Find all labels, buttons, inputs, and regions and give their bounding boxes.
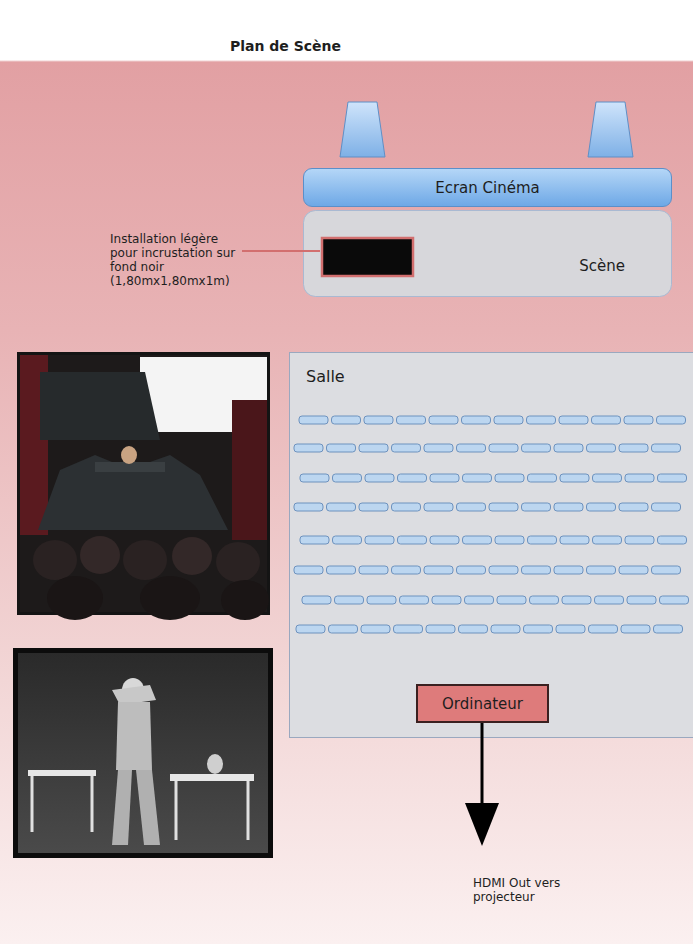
photo-audience (221, 580, 269, 620)
box-label: Ordinateur (442, 695, 523, 713)
photo-drape (40, 372, 160, 440)
computer-box: Ordinateur (416, 684, 549, 723)
leader-line (242, 250, 320, 252)
photo-head (207, 754, 223, 774)
photo-audience (47, 576, 103, 620)
seat-row (300, 474, 687, 482)
seat-row (300, 536, 687, 544)
photo-curtain (232, 400, 267, 540)
box-label: Salle (306, 367, 690, 386)
photo-man-leg (136, 770, 160, 845)
box-label: Ecran Cinéma (435, 179, 540, 197)
photo-head (121, 446, 137, 464)
seat-row (299, 416, 686, 424)
photo-audience (80, 536, 120, 574)
photo-audience (33, 540, 77, 580)
stage-fill (304, 211, 672, 297)
hdmi-arrow-line (481, 722, 484, 808)
photo-table-leg (247, 781, 250, 840)
box-label: Scène (579, 257, 625, 275)
photo-table (28, 770, 96, 776)
speaker (588, 102, 633, 157)
photo-table-leg (175, 781, 178, 840)
black-installation (322, 238, 413, 276)
photo-table-leg (91, 776, 94, 832)
photo-audience (123, 540, 167, 580)
photo-ground (18, 653, 268, 853)
hall-fill (290, 353, 693, 738)
photo-frame (17, 352, 270, 615)
photo-man-body (116, 702, 152, 770)
photo-audience (216, 542, 260, 582)
photo-audience (140, 576, 200, 620)
screen-band: Ecran Cinéma (303, 168, 672, 207)
seat-row (302, 596, 689, 604)
stage-box: Scène (303, 210, 672, 297)
photo-man-leg (112, 770, 132, 845)
page-title: Plan de Scène (230, 38, 341, 54)
output-note: HDMI Out vers projecteur (473, 876, 573, 904)
photo-frame (13, 648, 273, 858)
photo-table-leg (31, 776, 34, 832)
seat-row (296, 625, 683, 633)
hdmi-arrow-head (465, 803, 499, 846)
photo-drape (38, 455, 228, 530)
seat-row (294, 444, 681, 452)
callout-note: Installation légère pour incrustation su… (110, 232, 240, 288)
photo-ground (20, 355, 267, 612)
seat-row (294, 566, 681, 574)
seat-row (294, 503, 681, 511)
hall-box: SalleOrdinateur (289, 352, 693, 738)
photo-audience (172, 537, 212, 575)
photo-table (170, 774, 254, 781)
speaker (340, 102, 385, 157)
